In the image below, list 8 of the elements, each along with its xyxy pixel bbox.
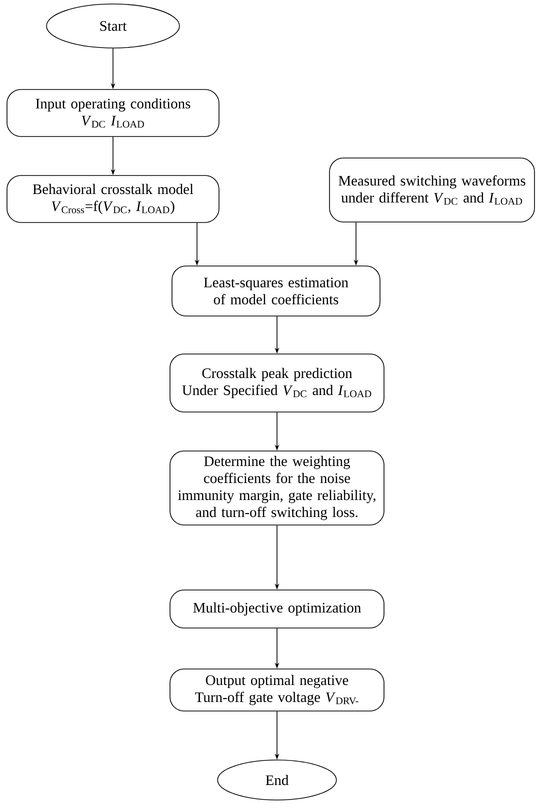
- process-box: Output optimal negative Turn-off gate voltage V$_{DRV-}$: [170, 668, 384, 712]
- process-box: Multi-objective optimization: [170, 590, 384, 628]
- process-box: Least-squares estimation of model coefficients: [172, 266, 380, 316]
- process-box: Behavioral crosstalk model V$_{Cross}$=f(V$_{DC}$, I$_{LOAD}$): [6, 175, 220, 223]
- process-box: Measured switching waveforms under different V$_{DC}$ and I$_{LOAD}$: [329, 158, 535, 222]
- process-box: Input operating conditions V$_{DC}$ I$_{LOAD}$: [6, 89, 220, 137]
- process-box: Crosstalk peak prediction Under Specified V$_{DC}$ and I$_{LOAD}$: [170, 354, 384, 412]
- process-box: Determine the weighting coefficients for the noise immunity margin, gate reliability, and turn-off switching loss.: [170, 450, 384, 526]
